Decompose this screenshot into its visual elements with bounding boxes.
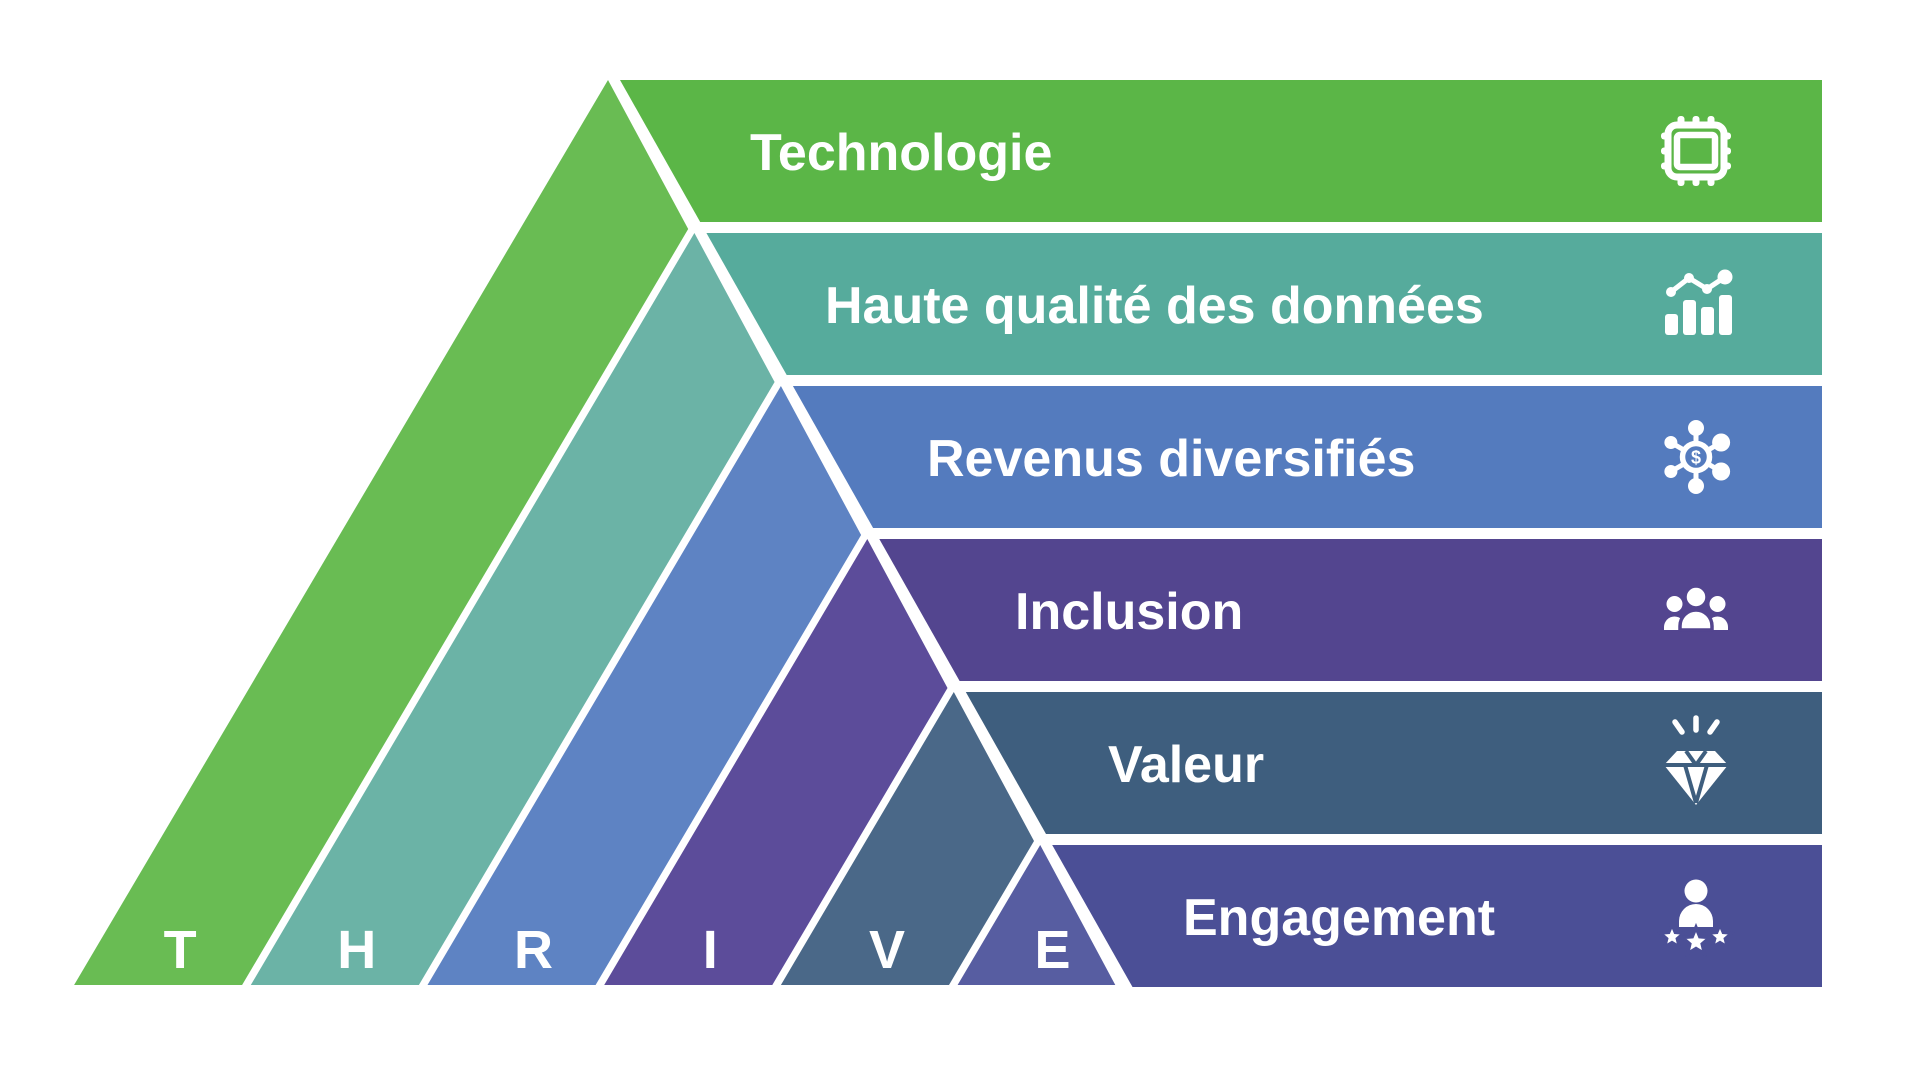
diamond-sparkle-icon: [1664, 715, 1728, 805]
stripe-valeur: [780, 692, 1034, 985]
bar-valeur: [965, 692, 1822, 834]
acronym-letter-E: E: [1034, 920, 1070, 980]
stripe-engagement: [957, 845, 1116, 985]
stripe-inclusion: [604, 539, 948, 985]
stripe-haute-qualite-des-donnees: [250, 233, 775, 985]
level-valeur: V Valeur: [780, 692, 1822, 985]
bar-chart-trend-icon: [1665, 269, 1733, 335]
bar-label-inclusion: Inclusion: [1015, 583, 1243, 641]
people-group-icon: [1664, 584, 1728, 632]
dollar-sign: $: [1691, 448, 1701, 468]
level-revenus-diversifies: R Revenus diversifiés $: [427, 386, 1822, 985]
acronym-letter-T: T: [164, 920, 197, 980]
acronym-letter-I: I: [703, 920, 718, 980]
stripe-technologie: [74, 80, 689, 985]
person-stars-icon: [1656, 879, 1736, 958]
stripe-revenus-diversifies: [427, 386, 862, 985]
bar-haute-qualite-des-donnees: [706, 233, 1822, 375]
acronym-letter-R: R: [514, 920, 553, 980]
level-haute-qualite-des-donnees: H Haute qualité des données: [250, 233, 1822, 985]
bar-label-revenus-diversifies: Revenus diversifiés: [927, 430, 1415, 488]
bar-inclusion: [879, 539, 1822, 681]
bar-technologie: [620, 80, 1822, 222]
bar-revenus-diversifies: [792, 386, 1822, 528]
bar-label-technologie: Technologie: [750, 124, 1052, 182]
level-engagement: E Engagement: [957, 845, 1822, 987]
bar-label-engagement: Engagement: [1183, 889, 1495, 947]
acronym-letter-V: V: [869, 920, 905, 980]
bar-engagement: [1052, 845, 1822, 987]
bar-label-haute-qualite-des-donnees: Haute qualité des données: [825, 277, 1484, 335]
level-technologie: T Technologie: [74, 80, 1822, 985]
bar-label-valeur: Valeur: [1108, 736, 1264, 794]
acronym-letter-H: H: [337, 920, 376, 980]
network-dollar-icon: $: [1664, 420, 1731, 494]
level-inclusion: I Inclusion: [604, 539, 1822, 985]
chip-icon: [1661, 116, 1731, 186]
